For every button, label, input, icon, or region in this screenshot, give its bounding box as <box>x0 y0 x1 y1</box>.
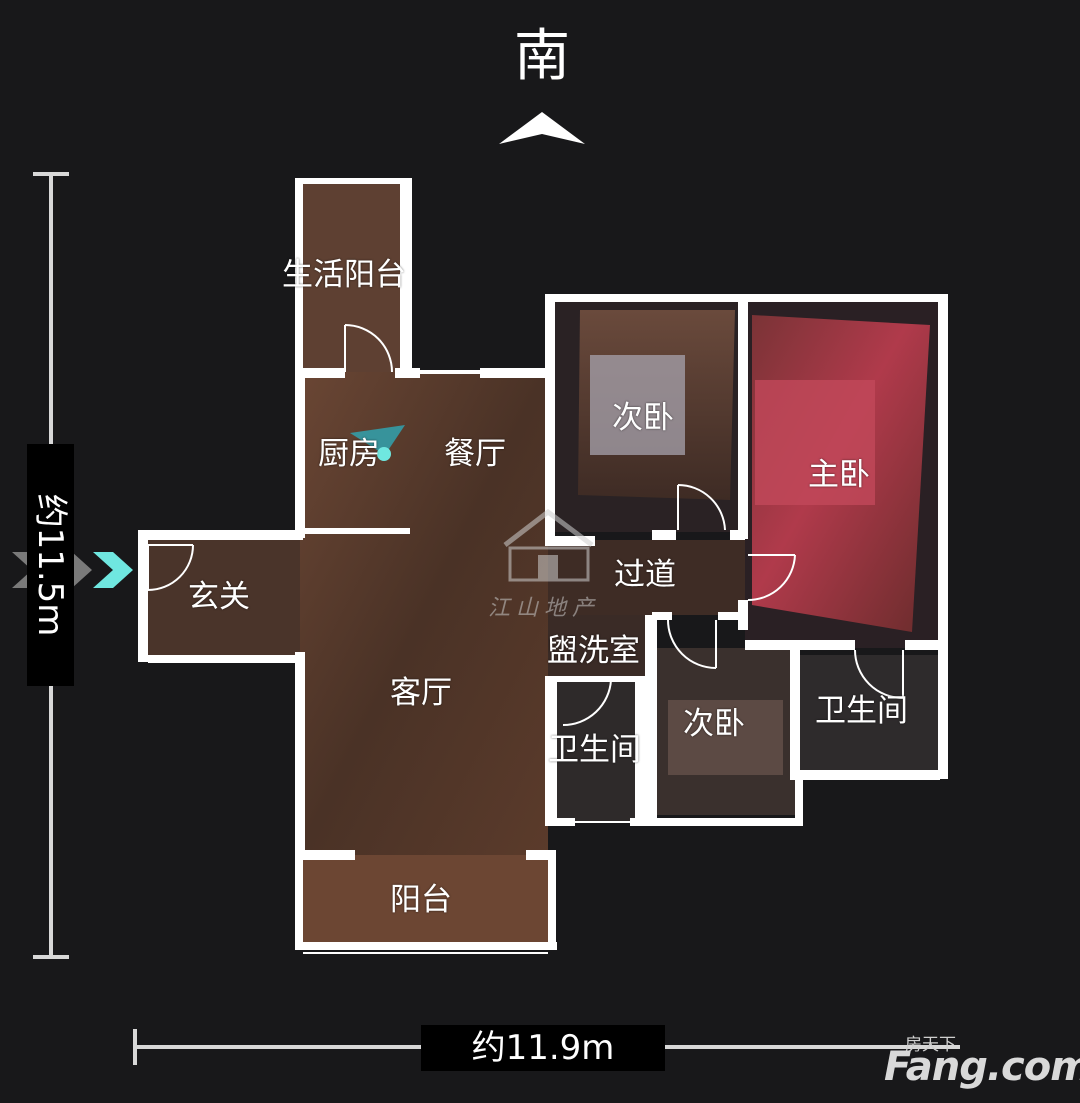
vertical-dimension-label: 约11.5m <box>30 493 70 637</box>
vertical-dimension-box <box>27 444 74 686</box>
room-label-bathroom-left: 卫生间 <box>548 732 641 768</box>
bathroom-right-floor <box>797 655 942 772</box>
compass-north-arrow-icon <box>499 112 585 144</box>
room-label-bedroom-bottom: 次卧 <box>683 706 745 742</box>
site-watermark-small: 房天下 <box>905 1035 956 1055</box>
room-label-corridor: 过道 <box>614 557 676 593</box>
door-master-bedroom <box>747 554 796 602</box>
bathroom-left-floor <box>553 680 640 822</box>
corridor-floor <box>548 540 745 615</box>
horizontal-dimension-box <box>421 1025 665 1071</box>
service-balcony-floor <box>300 180 408 372</box>
washroom-floor <box>548 615 655 680</box>
room-floors <box>143 180 942 945</box>
room-label-entrance: 玄关 <box>188 579 250 615</box>
room-label-balcony: 阳台 <box>390 882 452 918</box>
windows <box>303 773 890 954</box>
corp-watermark-logo <box>503 508 594 582</box>
horizontal-dimension-label: 约11.9m <box>471 1028 615 1068</box>
viewpoint-marker <box>350 425 405 461</box>
room-label-bathroom-right: 卫生间 <box>815 693 908 729</box>
room-label-living-room: 客厅 <box>390 675 452 711</box>
door-entrance <box>147 544 194 591</box>
site-watermark-logo: Fang.com <box>884 1044 1080 1090</box>
living-dining-floor <box>300 372 548 855</box>
doors <box>147 324 904 727</box>
room-label-bedroom-top: 次卧 <box>612 400 674 436</box>
corp-watermark-text: 江山地产 <box>488 596 601 621</box>
room-label-kitchen: 厨房 <box>318 436 380 472</box>
compass-direction-label: 南 <box>514 24 570 89</box>
room-label-master-bedroom: 主卧 <box>808 457 870 493</box>
door-bedroom-bottom <box>667 619 717 669</box>
door-bathroom-left <box>562 679 613 727</box>
door-service-balcony <box>344 324 393 373</box>
door-bedroom-top <box>677 483 726 531</box>
room-label-washroom: 盥洗室 <box>547 633 640 669</box>
door-bathroom-right <box>854 649 904 700</box>
balcony-floor <box>300 855 555 945</box>
room-label-dining: 餐厅 <box>444 436 506 472</box>
entrance-floor <box>143 538 300 658</box>
room-label-service-balcony: 生活阳台 <box>282 257 406 293</box>
